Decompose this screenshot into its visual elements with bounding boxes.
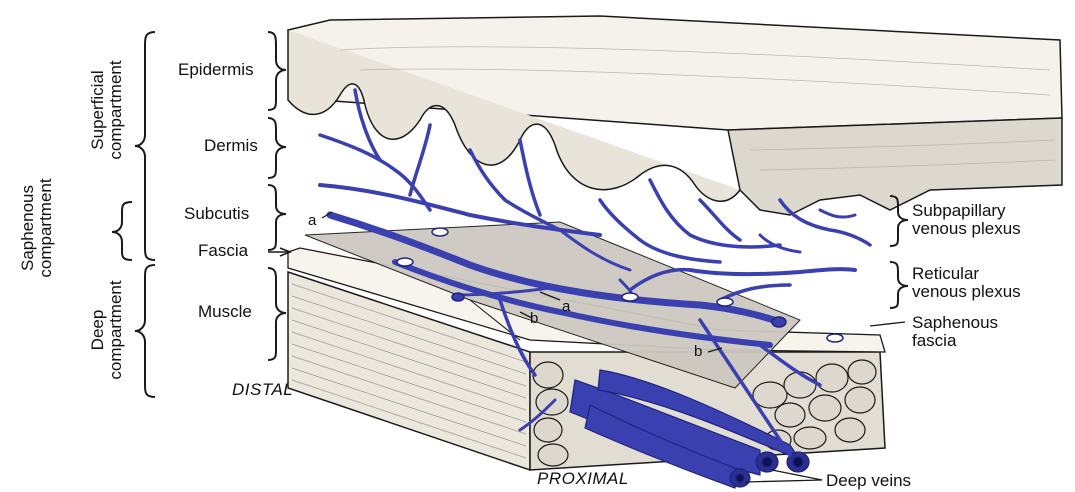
dermis-bracket: [268, 118, 286, 178]
marker-b1: b: [530, 310, 538, 327]
distal-label: DISTAL: [232, 381, 293, 399]
saphenous-line1: Saphenous: [19, 178, 37, 277]
saphenous-fascia-line1: Saphenous: [912, 314, 998, 332]
muscle-label: Muscle: [198, 303, 252, 321]
saphenous-fascia-line2: fascia: [912, 332, 998, 350]
marker-b2: b: [694, 343, 702, 360]
epidermis-bracket: [268, 32, 286, 110]
reticular-line1: Reticular: [912, 265, 1021, 283]
marker-a2: a: [562, 298, 570, 315]
superficial-compartment-bracket: [135, 32, 155, 260]
saphenous-compartment-label: Saphenous compartment: [19, 178, 55, 277]
deep-line2: compartment: [107, 280, 125, 379]
reticular-label: Reticular venous plexus: [912, 265, 1021, 301]
reticular-line2: venous plexus: [912, 283, 1021, 301]
saphenous-compartment-bracket: [112, 202, 132, 260]
marker-a1: a: [308, 212, 316, 229]
proximal-label: PROXIMAL: [537, 470, 629, 488]
superficial-line1: Superficial: [89, 60, 107, 159]
epidermis-label: Epidermis: [178, 61, 254, 79]
deep-veins-label: Deep veins: [826, 472, 911, 490]
deep-compartment-bracket: [135, 265, 155, 397]
muscle-bracket: [268, 268, 286, 360]
subcutis-label: Subcutis: [184, 205, 249, 223]
reticular-bracket: [890, 262, 908, 308]
subpapillary-line2: venous plexus: [912, 220, 1021, 238]
subpapillary-label: Subpapillary venous plexus: [912, 202, 1021, 238]
dermis-label: Dermis: [204, 137, 258, 155]
deep-veins-leader-2: [745, 480, 822, 482]
saphenous-fascia-label: Saphenous fascia: [912, 314, 998, 350]
deep-compartment-label: Deep compartment: [89, 280, 125, 379]
superficial-line2: compartment: [107, 60, 125, 159]
subcutis-bracket: [268, 185, 286, 250]
saphenous-line2: compartment: [37, 178, 55, 277]
skin-block: [288, 16, 1062, 215]
subpapillary-line1: Subpapillary: [912, 202, 1021, 220]
saphenous-fascia-leader: [870, 322, 905, 326]
deep-line1: Deep: [89, 280, 107, 379]
superficial-compartment-label: Superficial compartment: [89, 60, 125, 159]
fascia-label: Fascia: [198, 242, 248, 260]
